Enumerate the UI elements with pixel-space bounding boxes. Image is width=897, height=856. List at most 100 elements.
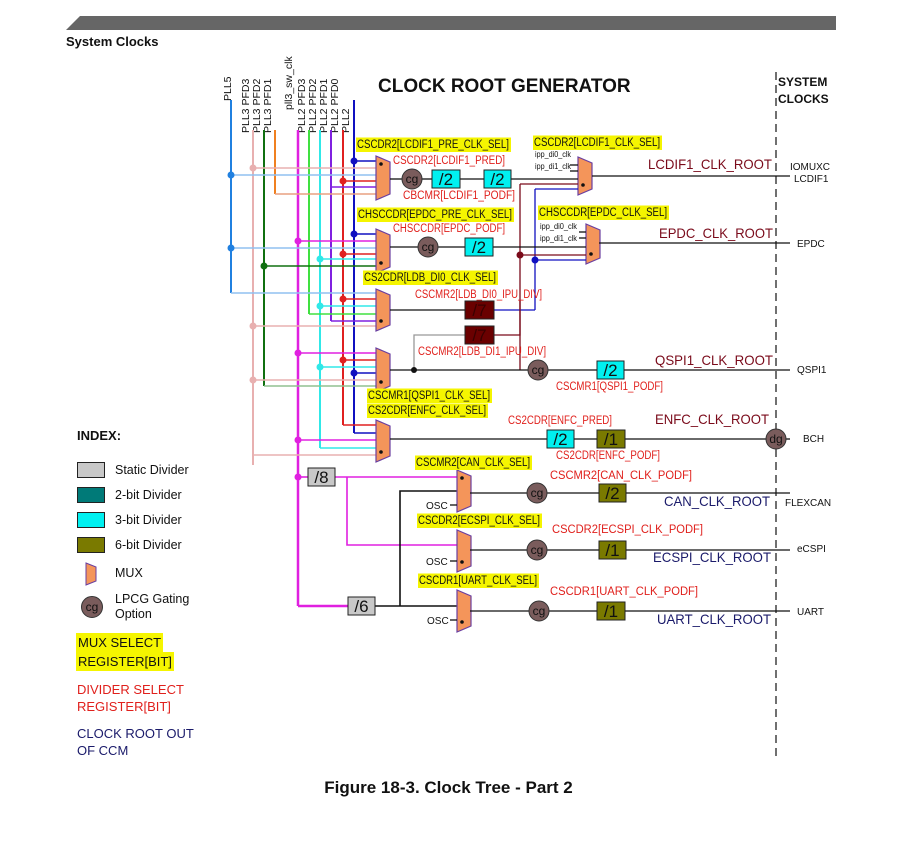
legend-label: 3-bit Divider xyxy=(115,512,182,527)
clock-root-can: CAN_CLK_ROOT xyxy=(664,493,770,509)
divider-qspi1-podf-value: /2 xyxy=(603,361,617,380)
ipp-di0-label: ipp_di0_clk xyxy=(535,150,572,159)
legend-item-lpcg: cg LPCG Gating Option xyxy=(77,589,257,625)
legend-clock-root-2: OF CCM xyxy=(77,743,129,758)
source-label: PLL3 PFD1 xyxy=(262,79,274,133)
divider-epdc-podf-value: /2 xyxy=(472,238,486,257)
mux-select-lcdif1-pre: CSCDR2[LCDIF1_PRE_CLK_SEL] xyxy=(357,139,509,151)
cg-gate-uart xyxy=(528,600,550,622)
cg-gate-can-label: cg xyxy=(531,486,544,500)
divider-lcdif1-podf-value: /2 xyxy=(490,170,504,189)
legend-mux-select-2: REGISTER[BIT] xyxy=(76,652,174,671)
mux-qspi1 xyxy=(375,347,391,393)
divider-select-uart-podf: CSCDR1[UART_CLK_PODF] xyxy=(550,586,698,598)
cg-gate-icon: cg xyxy=(81,596,103,618)
divider-ldb-di0 xyxy=(464,300,495,320)
divider-lcdif1-pred xyxy=(431,169,461,189)
ipp-di0-label: ipp_di0_clk xyxy=(540,222,578,231)
mux-icon xyxy=(77,562,105,586)
legend-label-2: Option xyxy=(115,607,152,621)
divider-qspi1-podf xyxy=(596,360,625,380)
mux-select-uart: CSCDR1[UART_CLK_SEL] xyxy=(419,575,537,587)
clock-root-epdc: EPDC_CLK_ROOT xyxy=(659,225,773,241)
divider-select-lcdif1-podf: CBCMR[LCDIF1_PODF] xyxy=(403,190,515,202)
static-divider-8-value: /8 xyxy=(314,468,328,487)
consumer-iomuxc: IOMUXC xyxy=(790,162,830,173)
divider-uart-podf xyxy=(596,601,626,621)
cg-gate-can xyxy=(526,482,548,504)
figure-caption: Figure 18-3. Clock Tree - Part 2 xyxy=(324,778,573,797)
dg-gate-enfc xyxy=(765,428,787,450)
source-label: PLL2 PFD2 xyxy=(307,79,319,133)
divider-select-epdc-podf: CHSCCDR[EPDC_PODF] xyxy=(393,223,505,235)
clock-root-enfc: ENFC_CLK_ROOT xyxy=(655,411,769,427)
cg-gate-ecspi-label: cg xyxy=(531,543,544,557)
divider-ecspi-podf-value: /1 xyxy=(605,541,619,560)
divider-select-ldb-di1: CSCMR2[LDB_DI1_IPU_DIV] xyxy=(418,346,546,358)
mux-ecspi xyxy=(456,529,472,573)
consumer-uart: UART xyxy=(797,607,824,618)
mux-select-lcdif1: CSCDR2[LCDIF1_CLK_SEL] xyxy=(534,137,660,149)
consumer-epdc: EPDC xyxy=(797,239,825,250)
cg-gate-epdc-label: cg xyxy=(422,240,435,254)
legend-label: 6-bit Divider xyxy=(115,537,182,552)
legend-item-static-divider: Static Divider xyxy=(77,457,257,482)
cg-gate-qspi1-label: cg xyxy=(532,363,545,377)
divider-enfc-pred xyxy=(546,429,575,449)
osc-label-can: OSC xyxy=(426,501,448,512)
mux-lcdif1 xyxy=(577,156,593,196)
osc-label-ecspi: OSC xyxy=(426,557,448,568)
ipp-di1-label: ipp_di1_clk xyxy=(540,234,578,243)
divider-select-lcdif1-pred: CSCDR2[LCDIF1_PRED] xyxy=(393,155,505,167)
divider-ldb-di0-value: /7 xyxy=(472,301,486,320)
cg-gate-qspi1 xyxy=(527,359,549,381)
divider-lcdif1-podf xyxy=(483,169,512,189)
source-label: PLL2 xyxy=(340,108,352,133)
mux-select-ldb-di0: CS2CDR[LDB_DI0_CLK_SEL] xyxy=(364,272,496,284)
clock-root-ecspi: ECSPI_CLK_ROOT xyxy=(653,549,771,565)
diagram-title: CLOCK ROOT GENERATOR xyxy=(378,76,631,97)
legend-label: MUX xyxy=(115,566,143,580)
mux-epdc-pre xyxy=(375,228,391,274)
divider-can-podf-value: /2 xyxy=(605,484,619,503)
legend-label: 2-bit Divider xyxy=(115,487,182,502)
mux-can xyxy=(456,469,472,513)
2bit-divider-swatch xyxy=(77,486,105,503)
static-divider-8 xyxy=(307,467,336,487)
source-label: PLL2 PFD1 xyxy=(318,79,330,133)
divider-enfc-pred-value: /2 xyxy=(553,430,567,449)
mux-uart xyxy=(456,589,472,633)
legend-title: INDEX: xyxy=(77,428,122,443)
mux-epdc xyxy=(585,223,601,265)
consumer-ecspi: eCSPI xyxy=(797,544,826,555)
mux-select-can: CSCMR2[CAN_CLK_SEL] xyxy=(416,457,530,469)
static-divider-6-value: /6 xyxy=(354,597,368,616)
legend-label: Static Divider xyxy=(115,462,189,477)
6bit-divider-swatch xyxy=(77,536,105,553)
legend: INDEX: Static Divider 2-bit Divider 3-bi… xyxy=(76,428,257,759)
legend-clock-root-1: CLOCK ROOT OUT xyxy=(77,726,194,741)
divider-select-can-podf: CSCMR2[CAN_CLK_PODF] xyxy=(550,470,692,482)
legend-item-2bit-divider: 2-bit Divider xyxy=(77,482,257,507)
source-label: PLL2 PFD0 xyxy=(329,79,341,133)
legend-divider-select-1: DIVIDER SELECT xyxy=(77,682,184,697)
mux-select-qspi1: CSCMR1[QSPI1_CLK_SEL] xyxy=(368,390,490,402)
source-label: PLL2 PFD3 xyxy=(296,79,308,133)
source-label: PLL3 PFD2 xyxy=(251,79,263,133)
system-clocks-label-2: CLOCKS xyxy=(778,92,829,106)
divider-ecspi-podf xyxy=(598,540,627,560)
section-title: System Clocks xyxy=(66,34,159,49)
source-label: PLL5 xyxy=(222,76,234,101)
clock-root-uart: UART_CLK_ROOT xyxy=(657,611,771,627)
divider-enfc-podf xyxy=(596,429,626,449)
mux-select-enfc: CS2CDR[ENFC_CLK_SEL] xyxy=(368,405,486,417)
mux-enfc xyxy=(375,419,391,463)
mux-lcdif1-pre xyxy=(375,155,391,201)
mux-select-ecspi: CSCDR2[ECSPI_CLK_SEL] xyxy=(418,515,540,527)
divider-enfc-podf-value: /1 xyxy=(604,430,618,449)
legend-divider-select-2: REGISTER[BIT] xyxy=(77,699,171,714)
cg-gate-lcdif1 xyxy=(401,168,423,190)
consumer-flexcan: FLEXCAN xyxy=(785,498,831,509)
divider-can-podf xyxy=(598,483,627,503)
